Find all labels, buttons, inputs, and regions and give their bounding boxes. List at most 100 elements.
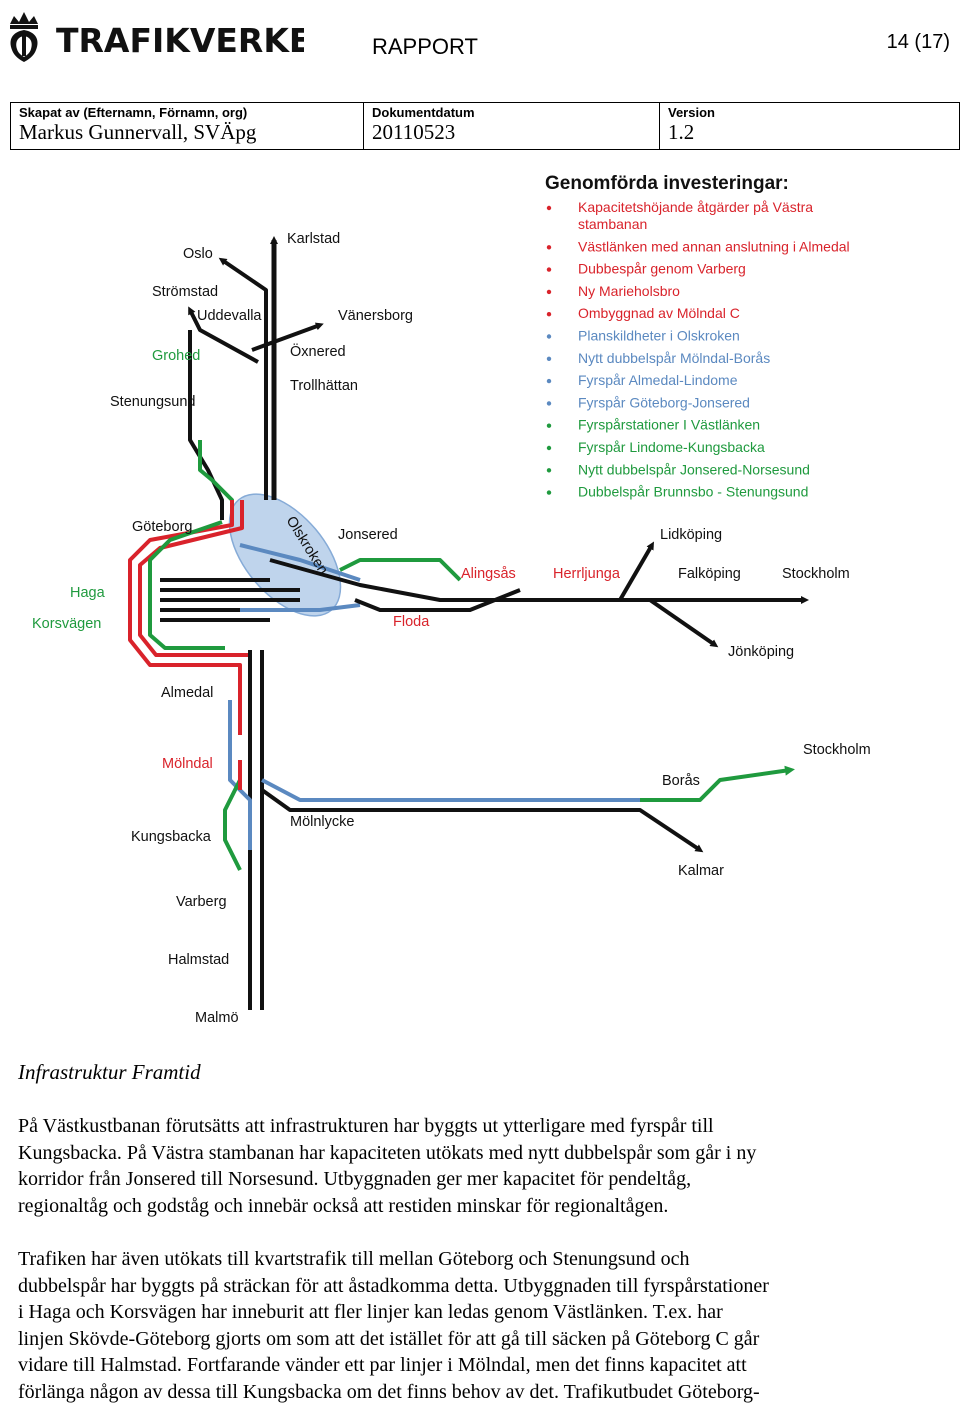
station-trollhattan: Trollhättan <box>290 378 358 394</box>
station-jonsered: Jonsered <box>338 527 398 543</box>
date-cell: Dokumentdatum 20110523 <box>364 103 660 149</box>
bullet-icon <box>546 468 552 473</box>
investment-item: Västlänken med annan anslutning i Almeda… <box>578 238 850 254</box>
station-kalmar: Kalmar <box>678 863 724 879</box>
logo-text: TRAFIKVERKET <box>56 21 304 60</box>
investment-item: Fyrspårstationer I Västlänken <box>578 417 760 433</box>
investment-item: Kapacitetshöjande åtgärder på Västra <box>578 199 813 215</box>
line-oslo <box>218 257 268 500</box>
investment-item: Dubbelspår Brunnsbo - Stenungsund <box>578 484 808 500</box>
line-black-boras <box>260 788 704 853</box>
line-green-jonsered <box>339 558 462 582</box>
investment-item: Dubbespår genom Varberg <box>578 261 746 277</box>
paragraph-2-line: Trafiken har även utökats till kvartstra… <box>18 1248 690 1270</box>
station-alingsas: Alingsås <box>461 566 516 582</box>
crown-icon <box>10 12 38 62</box>
station-varberg: Varberg <box>176 894 227 910</box>
station-herrljunga: Herrljunga <box>553 566 621 582</box>
station-stockholm-south: Stockholm <box>803 742 871 758</box>
paragraph-1-line: regionaltåg och godståg och innebär ocks… <box>18 1194 669 1217</box>
report-label: RAPPORT <box>372 34 478 59</box>
version-label: Version <box>668 105 715 120</box>
line-green-inner <box>148 520 225 650</box>
station-halmstad: Halmstad <box>168 952 229 968</box>
line-vastra-stambanan <box>269 558 809 604</box>
line-red-west2 <box>138 500 250 657</box>
line-blue-boras <box>261 778 640 802</box>
station-grohed: Grohed <box>152 348 200 364</box>
station-malmo: Malmö <box>195 1010 239 1026</box>
paragraph-2-line: linjen Skövde-Göteborg gjorts om som att… <box>18 1327 760 1350</box>
investment-item: Ombyggnad av Mölndal C <box>578 305 740 321</box>
investment-item: Ny Marieholsbro <box>578 283 680 299</box>
line-bohus-green <box>198 440 234 525</box>
bullet-icon <box>546 245 552 250</box>
station-stenungsund: Stenungsund <box>110 394 195 410</box>
line-blue-east <box>239 543 361 612</box>
bullet-icon <box>546 267 552 272</box>
line-floda <box>354 588 521 612</box>
investment-item: Nytt dubbelspår Jonsered-Norsesund <box>578 461 810 477</box>
investment-item: Fyrspår Göteborg-Jonsered <box>578 394 750 410</box>
version-cell: Version 1.2 <box>660 103 957 149</box>
document-meta-table: Skapat av (Efternamn, Förnamn, org) Mark… <box>10 102 960 150</box>
station-korsvagen: Korsvägen <box>32 616 101 632</box>
bullet-icon <box>546 334 552 339</box>
paragraph-1: På Västkustbanan förutsätts att infrastr… <box>18 1113 918 1219</box>
station-floda: Floda <box>393 614 430 630</box>
investment-item-cont: stambanan <box>578 216 647 232</box>
line-green-stockholm <box>640 765 795 802</box>
investments-list: Kapacitetshöjande åtgärder på Västrastam… <box>546 199 850 500</box>
bullet-icon <box>546 356 552 361</box>
investment-item: Fyrspår Lindome-Kungsbacka <box>578 439 765 455</box>
paragraph-2-line: förlänga någon av dessa till Kungsbacka … <box>18 1380 760 1403</box>
figure-caption: Infrastruktur Framtid <box>18 1060 201 1084</box>
station-uddevalla: Uddevalla <box>197 308 262 324</box>
station-almedal: Almedal <box>161 685 213 701</box>
line-red-west <box>128 500 242 735</box>
investment-item: Planskildheter i Olskroken <box>578 328 740 344</box>
date-value: 20110523 <box>372 120 456 144</box>
page-number: 14 (17) <box>886 31 950 53</box>
paragraph-2-line: vidare till Halmstad. Fortfarande vänder… <box>18 1354 747 1376</box>
version-value: 1.2 <box>668 120 695 144</box>
paragraph-1-line: På Västkustbanan förutsätts att infrastr… <box>18 1115 714 1137</box>
station-lidkoping: Lidköping <box>660 527 722 543</box>
station-molndal: Mölndal <box>162 756 213 772</box>
line-jonkoping <box>648 598 719 648</box>
line-green-south <box>223 779 242 871</box>
station-haga: Haga <box>70 585 106 601</box>
investments-title: Genomförda investeringar: <box>545 173 789 194</box>
author-cell: Skapat av (Efternamn, Förnamn, org) Mark… <box>11 103 364 149</box>
station-karlstad: Karlstad <box>287 231 340 247</box>
station-goteborg: Göteborg <box>132 519 192 535</box>
rail-network-diagram: Oslo Karlstad Strömstad Uddevalla Väners… <box>32 173 871 1026</box>
bullet-icon <box>546 490 552 495</box>
station-vanersborg: Vänersborg <box>338 308 413 324</box>
author-value: Markus Gunnervall, SVÄpg <box>19 120 257 144</box>
trafikverket-logo: TRAFIKVERKET <box>10 12 304 62</box>
investment-item: Nytt dubbelspår Mölndal-Borås <box>578 350 770 366</box>
date-label: Dokumentdatum <box>372 105 475 120</box>
investment-item: Fyrspår Almedal-Lindome <box>578 372 738 388</box>
station-stockholm-north: Stockholm <box>782 566 850 582</box>
station-molnlycke: Mölnlycke <box>290 814 354 830</box>
bullet-icon <box>546 289 552 295</box>
goteborg-terminus <box>160 578 300 622</box>
station-boras: Borås <box>662 773 700 789</box>
station-stromstad: Strömstad <box>152 284 218 300</box>
station-falkoping: Falköping <box>678 566 741 582</box>
paragraph-1-line: korridor från Jonsered till Norsesund. U… <box>18 1168 692 1190</box>
bullet-icon <box>546 445 552 451</box>
station-jonkoping: Jönköping <box>728 644 794 660</box>
paragraph-2-line: i Haga och Korsvägen har inneburit att f… <box>18 1301 723 1323</box>
line-uddevalla <box>188 306 259 364</box>
bullet-icon <box>546 423 552 428</box>
bullet-icon <box>546 312 552 317</box>
line-vanersborg <box>251 322 324 352</box>
bullet-icon <box>546 205 552 211</box>
line-lidkoping <box>618 541 655 602</box>
bullet-icon <box>546 378 552 384</box>
station-oslo: Oslo <box>183 246 213 262</box>
station-oxnered: Öxnered <box>290 342 346 360</box>
